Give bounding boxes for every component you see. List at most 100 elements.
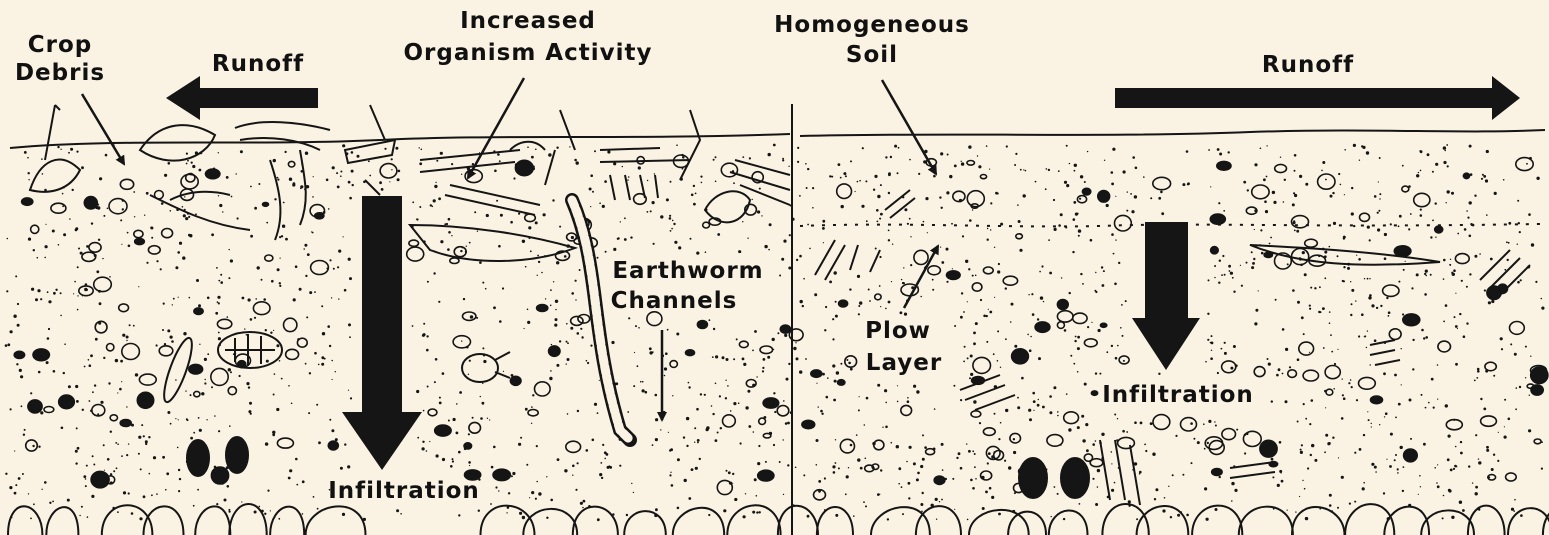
soil-dot (326, 179, 329, 182)
soil-dot (835, 439, 836, 440)
soil-dot (220, 274, 222, 276)
soil-dot (216, 267, 218, 269)
soil-pebble (777, 406, 789, 416)
soil-dot (352, 184, 354, 186)
soil-dot (100, 401, 103, 404)
soil-dot (60, 149, 61, 150)
soil-dot (676, 333, 679, 336)
soil-dot (1296, 230, 1299, 233)
soil-dot (1038, 357, 1041, 360)
soil-dot (1080, 175, 1083, 178)
soil-dot (224, 499, 227, 502)
soil-dot (1090, 239, 1093, 242)
soil-dot (920, 465, 923, 468)
soil-dot (688, 497, 691, 500)
soil-dot (1297, 421, 1299, 423)
soil-dot (1491, 468, 1494, 471)
soil-dot (1022, 194, 1025, 197)
soil-dot (289, 178, 292, 181)
soil-dot (1297, 358, 1300, 361)
soil-dot (1069, 292, 1071, 294)
soil-dot (799, 195, 801, 197)
soil-dot (255, 298, 257, 300)
soil-dot (1390, 223, 1392, 225)
soil-dot (531, 491, 534, 494)
soil-dot (890, 156, 892, 158)
soil-dot (1294, 230, 1296, 232)
soil-dot (538, 492, 541, 495)
soil-dot (170, 423, 172, 425)
soil-dot (422, 441, 424, 443)
soil-dot (295, 265, 298, 268)
soil-dot (60, 292, 62, 294)
soil-dot (126, 336, 129, 339)
soil-dot (1355, 300, 1356, 301)
soil-dot (669, 215, 671, 217)
soil-dot (1017, 204, 1019, 206)
soil-dot (1379, 424, 1380, 425)
soil-dot (1221, 274, 1223, 276)
soil-dot (459, 391, 462, 394)
soil-dot (1535, 281, 1537, 283)
soil-dot (1343, 397, 1346, 400)
soil-dot (1048, 239, 1050, 241)
soil-dot (151, 237, 153, 239)
soil-dot (1380, 305, 1382, 307)
soil-dot (1132, 156, 1135, 159)
soil-dot (849, 288, 851, 290)
soil-pebble (972, 283, 982, 291)
soil-dot (538, 261, 540, 263)
soil-dot (1475, 434, 1477, 436)
soil-dot (1018, 220, 1021, 223)
soil-dot (1140, 422, 1143, 425)
soil-dot (483, 360, 486, 363)
soil-dot (105, 154, 108, 157)
soil-dot (103, 357, 105, 359)
soil-dot (368, 160, 370, 162)
soil-dot (166, 472, 169, 475)
soil-dot (1161, 212, 1164, 215)
soil-dot (816, 383, 817, 384)
soil-dot (1073, 201, 1076, 204)
soil-dot (178, 469, 180, 471)
soil-dot (700, 393, 702, 395)
soil-dot (1348, 382, 1350, 384)
soil-dot (138, 436, 141, 439)
soil-dot (988, 452, 991, 455)
soil-dot (1260, 229, 1262, 231)
soil-dot (305, 152, 308, 155)
bottom-rock (481, 506, 535, 535)
soil-dot (668, 432, 669, 433)
soil-dot (812, 207, 814, 209)
soil-dot (1079, 198, 1081, 200)
soil-dot (37, 289, 40, 292)
soil-dot (119, 388, 122, 391)
soil-dot (954, 165, 957, 168)
soil-dot (866, 397, 869, 400)
soil-dot (602, 444, 604, 446)
soil-dot (343, 236, 344, 237)
soil-dot (1514, 499, 1516, 501)
soil-dot (218, 280, 220, 282)
soil-dot (1446, 144, 1448, 146)
soil-pebble (758, 470, 774, 481)
soil-dot (1321, 170, 1323, 172)
soil-dot (720, 427, 722, 429)
soil-dot (304, 244, 307, 247)
soil-dot (969, 377, 971, 379)
soil-dot (92, 391, 94, 393)
soil-dot (859, 301, 862, 304)
soil-dot (186, 163, 188, 165)
soil-dot (1272, 191, 1275, 194)
soil-dot (307, 253, 310, 256)
soil-dot (846, 359, 848, 361)
soil-dot (1430, 236, 1432, 238)
soil-dot (1282, 328, 1285, 331)
soil-dot (877, 221, 879, 223)
soil-pebble (28, 400, 42, 413)
soil-dot (427, 281, 429, 283)
soil-pebble (22, 198, 33, 205)
soil-dot (1330, 195, 1333, 198)
soil-dot (474, 211, 476, 213)
